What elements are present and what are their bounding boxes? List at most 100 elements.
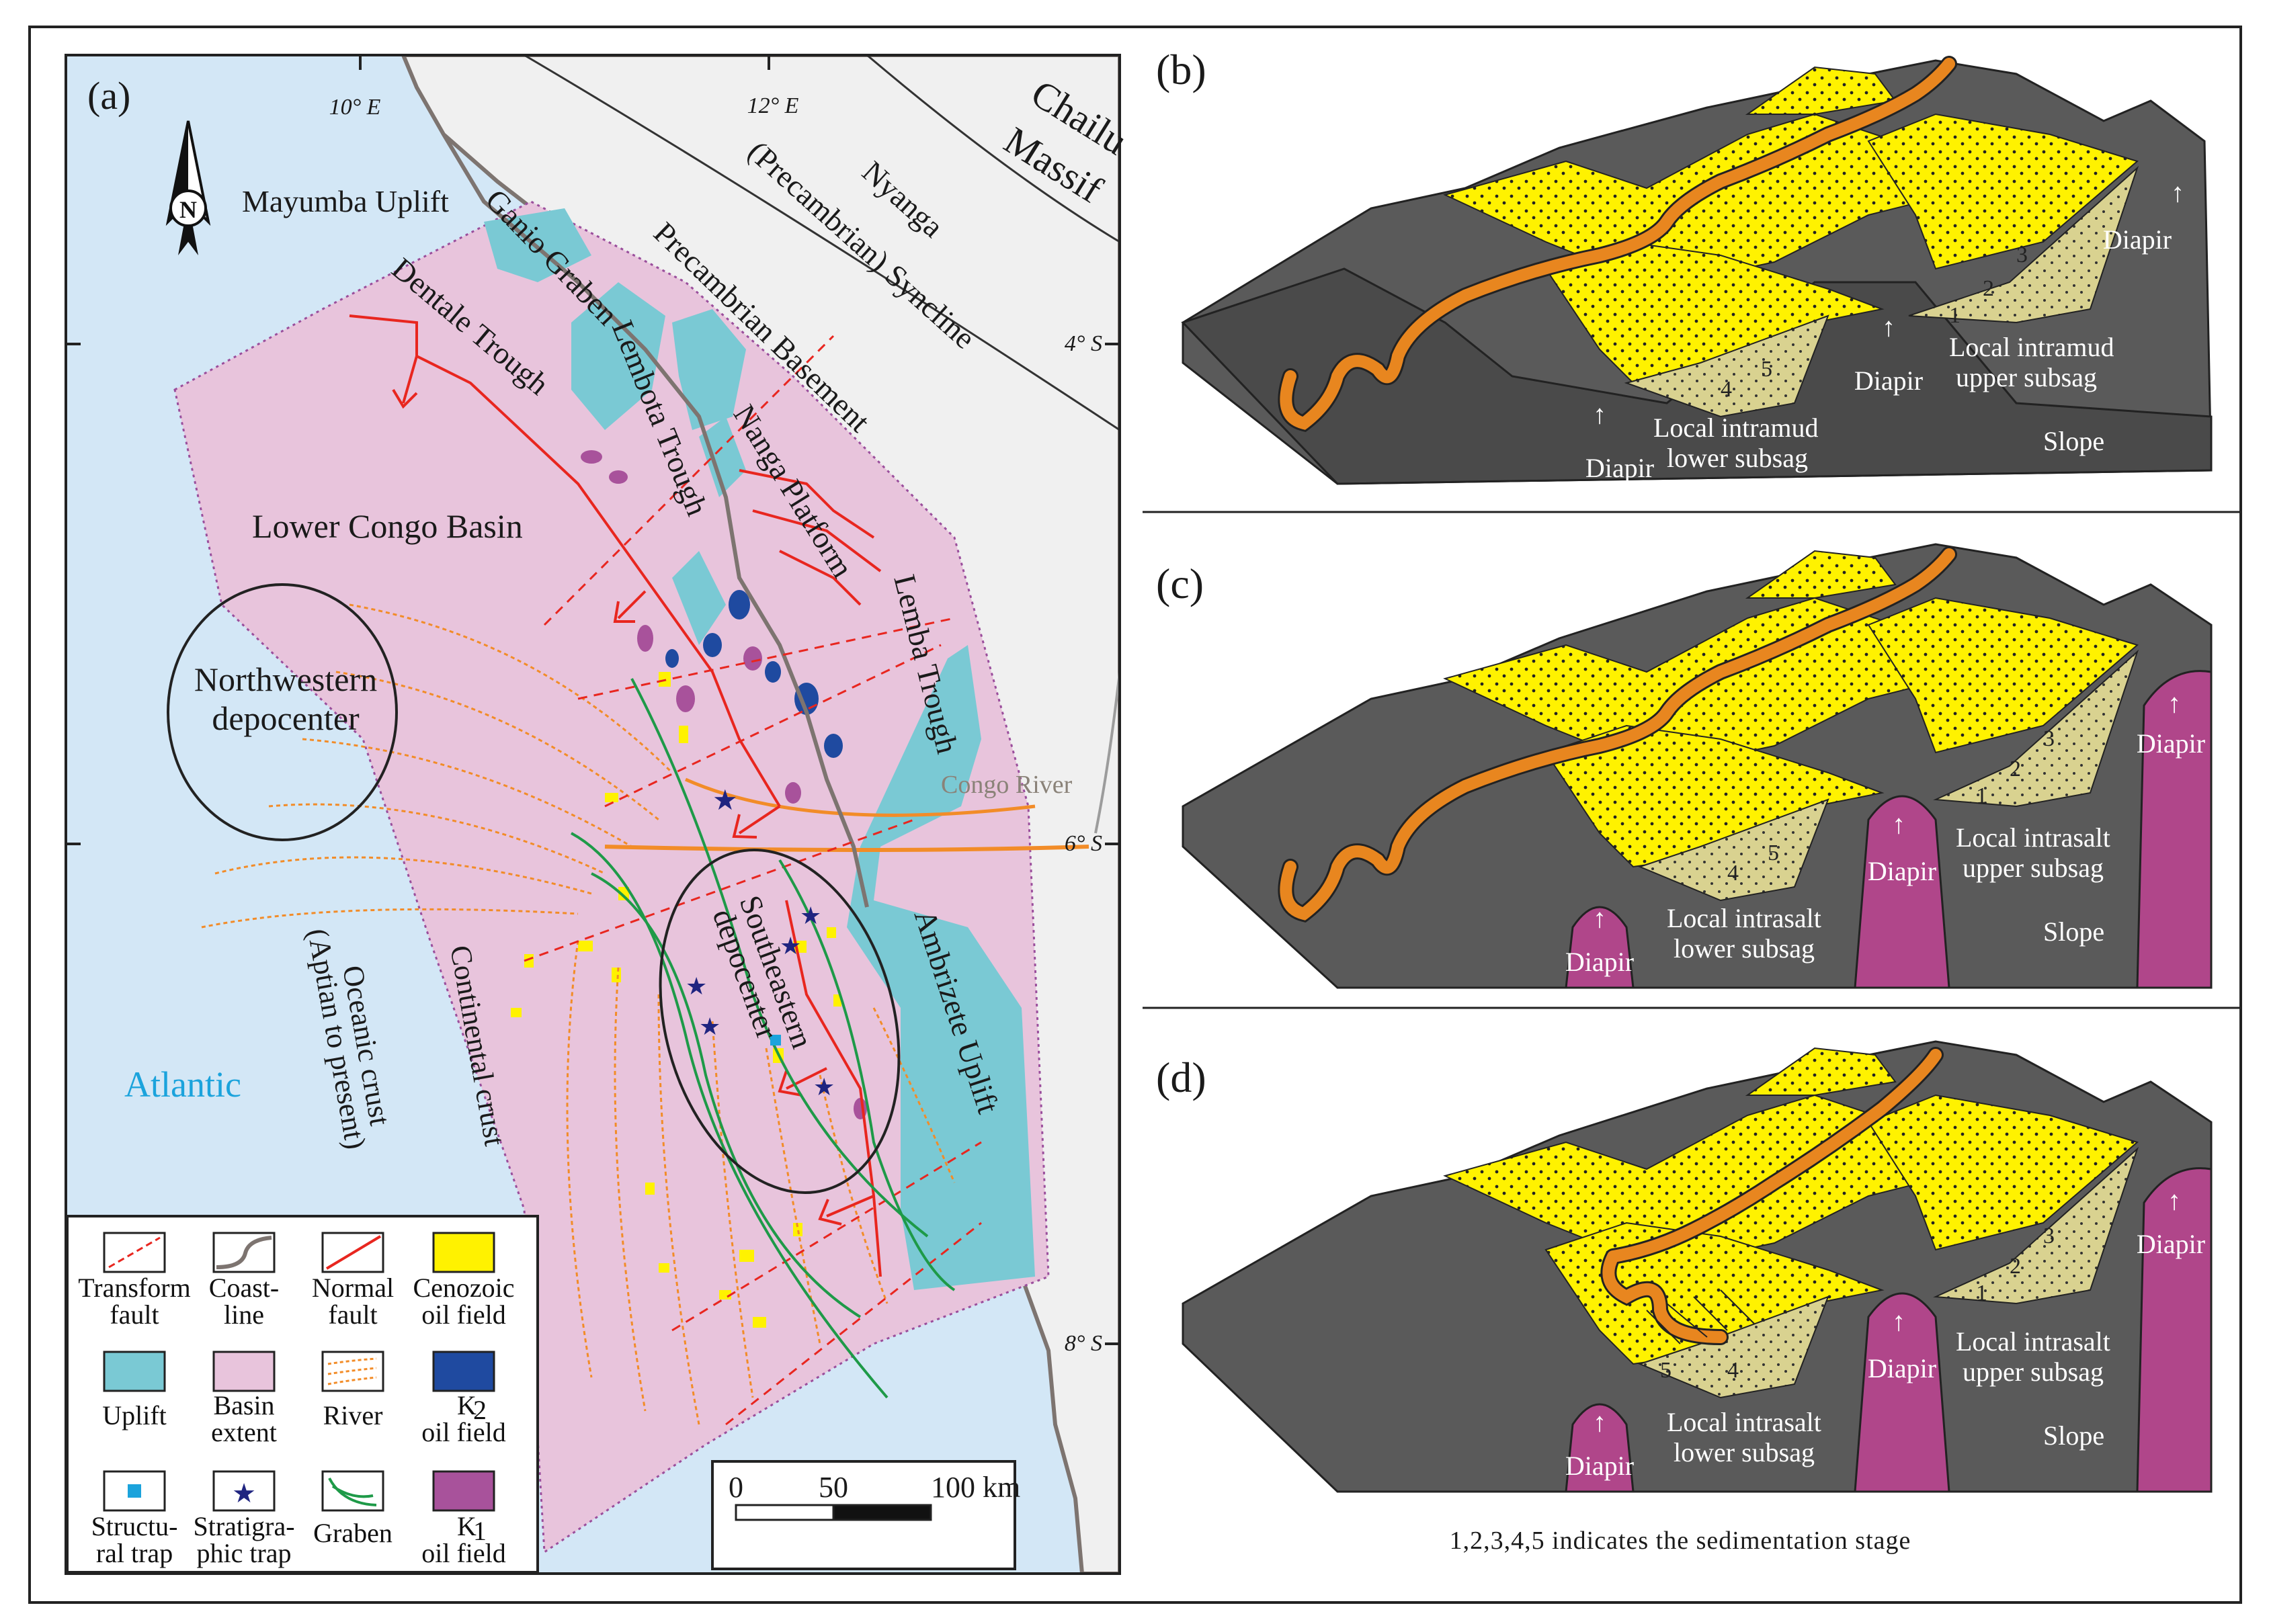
channel-b	[1280, 58, 1955, 430]
diapir-left-c: Diapir	[1565, 947, 1634, 977]
structural-trap	[770, 1035, 781, 1045]
legend-k1-sub: 1	[473, 1516, 487, 1546]
lon-10-label: 10° E	[329, 95, 381, 120]
diapir-arrow-left-d-icon: ↑	[1593, 1407, 1606, 1437]
coordinate-ticks	[66, 55, 1120, 1345]
legend-k2-l1: K	[457, 1390, 477, 1420]
panel-b: (b) 1 2 3 4 5 Diapir ↑ ↑ Diapir Local in…	[1156, 46, 2213, 485]
sand-lower-b	[1544, 241, 1885, 384]
stage-4-c: 4	[1727, 861, 1739, 886]
stage-5-c: 5	[1768, 841, 1779, 865]
panel-c-label: (c)	[1156, 560, 1204, 607]
coastline	[442, 133, 869, 908]
channel-c	[1280, 548, 1955, 921]
scale-bar: 0 50 100 km	[711, 1460, 1020, 1570]
sand-top-b	[1745, 66, 1897, 115]
diapir-mid-b: Diapir	[1854, 366, 1923, 396]
graben-outlines	[571, 678, 956, 1399]
subsag-lower-c	[1638, 798, 1829, 902]
sand-top-d	[1745, 1047, 1897, 1096]
nw-depocenter-label-1: Northwestern	[194, 660, 377, 698]
lat-8-label: 8° S	[1065, 1331, 1102, 1356]
legend-k1-l1: K	[457, 1511, 477, 1541]
stage-3-d: 3	[2043, 1224, 2055, 1248]
sand-lower-c	[1544, 724, 1885, 868]
upper-subsag-l1-d: Local intrasalt	[1956, 1326, 2110, 1357]
upper-subsag-l2-b: upper subsag	[1956, 362, 2097, 392]
uplift-icon	[103, 1351, 166, 1392]
panel-d: (d) 1 2 3 4 5 ↑ Diapir ↑ Diapir Local in…	[1156, 1040, 2213, 1493]
salt-mid-d	[1854, 1292, 1950, 1493]
diapir-arrow-right-b-icon: ↑	[2171, 177, 2184, 208]
legend-transform-l2: fault	[110, 1299, 159, 1330]
legend-basin-l2: extent	[211, 1417, 277, 1447]
legend-graben-l1: Graben	[313, 1518, 393, 1548]
scale-0: 0	[729, 1471, 743, 1504]
panel-d-label: (d)	[1156, 1054, 1206, 1101]
upper-subsag-l2-c: upper subsag	[1963, 853, 2104, 883]
salt-right-c	[2136, 670, 2213, 989]
stratigraphic-traps: ★ ★ ★ ★ ★ ★	[686, 783, 835, 1101]
map-panel: ★ ★ ★ ★ ★ ★ 10° E 12° E 4° S	[65, 54, 1135, 1575]
subsag-lower-d	[1638, 1295, 1829, 1399]
figure-caption: 1,2,3,4,5 indicates the sedimentation st…	[1450, 1527, 1911, 1555]
diapir-arrow-right-c-icon: ↑	[2168, 688, 2181, 718]
map-border	[65, 54, 1121, 1575]
legend-struct-l1: Structu-	[91, 1511, 178, 1541]
diapir-right-c: Diapir	[2137, 728, 2205, 759]
diapir-mid-d: Diapir	[1868, 1353, 1936, 1383]
strat-trap-icon: ★	[212, 1470, 276, 1512]
diapir-arrow-right-d-icon: ↑	[2168, 1185, 2181, 1215]
diapir-right-d: Diapir	[2137, 1229, 2205, 1259]
congo-river-branch	[684, 777, 1036, 817]
lower-subsag-l2-c: lower subsag	[1674, 933, 1815, 964]
legend-coast-l1: Coast-	[209, 1273, 279, 1303]
coastline-icon	[212, 1232, 276, 1273]
legend-coast-l2: line	[224, 1299, 264, 1330]
transform-faults	[524, 335, 982, 1426]
congo-river-upstream	[1094, 671, 1120, 834]
struct-trap-icon	[103, 1470, 166, 1512]
slope-b: Slope	[2043, 426, 2104, 456]
congo-river-line	[604, 845, 1089, 852]
outer-frame	[28, 26, 2242, 1604]
stage-1-d: 1	[1976, 1281, 1987, 1306]
legend-strat-l2: phic trap	[196, 1538, 291, 1568]
svg-text:★: ★	[686, 973, 707, 1000]
lower-subsag-l1-b: Local intramud	[1653, 413, 1818, 443]
lower-subsag-l1-d: Local intrasalt	[1667, 1407, 1821, 1437]
legend-river-l1: River	[323, 1400, 383, 1430]
lower-subsag-l2-d: lower subsag	[1674, 1437, 1815, 1467]
panel-a-label: (a)	[87, 74, 130, 118]
annotations-b: Diapir ↑ ↑ Diapir Local intramud upper s…	[1585, 177, 2184, 483]
salt-mid-c	[1854, 795, 1950, 989]
diapir-arrow-mid-b-icon: ↑	[1882, 312, 1895, 342]
normal-fault-icon	[321, 1232, 384, 1273]
svg-text:★: ★	[800, 902, 821, 930]
stage-1-c: 1	[1976, 783, 1987, 808]
legend-k1-l2: oil field	[421, 1538, 506, 1568]
stage-2-b: 2	[1983, 276, 1994, 301]
stage-4-d: 4	[1727, 1358, 1739, 1383]
legend-struct-l2: ral trap	[96, 1538, 173, 1568]
mayumba-label: Mayumba Uplift	[242, 184, 449, 218]
legend-normal-l1: Normal	[312, 1273, 394, 1303]
svg-text:★: ★	[232, 1478, 256, 1509]
legend-basin-l1: Basin	[213, 1390, 274, 1420]
north-arrow-icon: N	[165, 120, 211, 255]
stage-2-c: 2	[2010, 757, 2021, 781]
diapir-arrow-mid-d-icon: ↑	[1892, 1306, 1905, 1336]
diapir-arrow-left-c-icon: ↑	[1593, 903, 1606, 933]
atlantic-label: Atlantic	[124, 1064, 241, 1105]
subsag-upper-d	[1933, 1146, 2139, 1305]
fault-arrows	[392, 355, 874, 1226]
diapir-arrow-mid-c-icon: ↑	[1892, 809, 1905, 839]
upper-subsag-l1-c: Local intrasalt	[1956, 822, 2110, 853]
stage-5-d: 5	[1660, 1358, 1672, 1383]
annotations-d: ↑ Diapir ↑ Diapir Local intrasalt upper …	[1565, 1185, 2205, 1481]
sand-right-c	[1867, 597, 2139, 754]
diapir-right-b: Diapir	[2103, 224, 2172, 255]
svg-text:★: ★	[813, 1074, 835, 1101]
lower-subsag-l1-c: Local intrasalt	[1667, 903, 1821, 933]
